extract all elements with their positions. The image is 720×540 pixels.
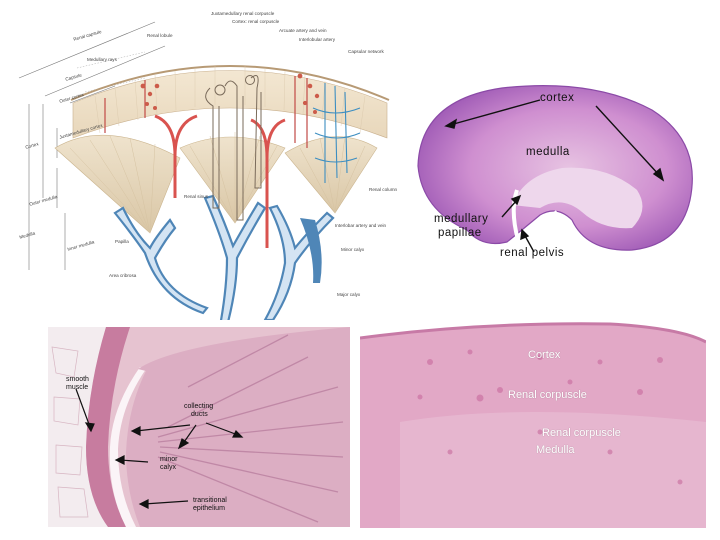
renal-lobule-diagram: Juxtamedullary renal corpuscle Cortex: r… xyxy=(15,8,410,320)
cortex-histology-panel: Cortex Renal corpuscle Renal corpuscle M… xyxy=(360,302,706,528)
label-renal-corpuscle-2: Renal corpuscle xyxy=(542,427,621,439)
venous-network xyxy=(312,83,361,183)
label-interlobar: Interlobar artery and vein xyxy=(335,223,387,228)
medullary-rays-lines xyxy=(69,132,366,234)
label-transitional-1: transitional xyxy=(193,497,227,504)
label-cortex-white: Cortex xyxy=(528,349,561,361)
label-medullary-papillae-2: papillae xyxy=(438,227,482,239)
calyx-lumen xyxy=(109,367,146,527)
papilla-histology-image xyxy=(48,327,350,527)
label-major-calyx: Major calyx xyxy=(337,292,361,297)
adipose-region xyxy=(48,327,108,527)
renal-capsule-arc xyxy=(70,65,390,101)
label-kidney-cortex: cortex xyxy=(540,92,575,104)
label-medulla-white: Medulla xyxy=(536,444,575,456)
label-kidney-medulla: medulla xyxy=(526,146,570,158)
arteries xyxy=(154,114,286,248)
region-brackets xyxy=(18,21,166,270)
label-renal-corpuscle-1: Renal corpuscle xyxy=(508,389,587,401)
glomeruli xyxy=(140,73,320,114)
label-medullary-rays: Medullary rays xyxy=(87,57,117,62)
label-renal-lobule: Renal lobule xyxy=(147,33,173,38)
medullary-pyramids xyxy=(54,134,378,234)
label-minor-calyx-1: minor xyxy=(160,456,178,463)
medulla-region xyxy=(400,412,706,528)
label-medullary-papillae-1: medullary xyxy=(434,213,489,225)
label-transitional-2: epithelium xyxy=(193,505,225,512)
adipose-cells xyxy=(51,346,89,518)
calyces xyxy=(113,194,335,320)
kidney-medulla xyxy=(512,167,643,229)
label-renal-pelvis: renal pelvis xyxy=(500,247,565,259)
kidney-pointer-arrows xyxy=(444,99,665,253)
label-area-cribrosa: Area cribrosa xyxy=(109,273,137,278)
cortex-histology-image xyxy=(360,302,706,528)
label-minor-calyx-2: calyx xyxy=(160,464,176,471)
kidney-outline xyxy=(417,85,693,251)
tissue-capsule-edge xyxy=(360,322,706,344)
label-minor-calyx: Minor calyx xyxy=(341,247,365,252)
label-cortex-renal-corpuscle: Cortex: renal corpuscle xyxy=(232,19,280,24)
label-renal-sinus: Renal sinus xyxy=(184,194,209,199)
papilla-tissue xyxy=(126,327,350,527)
label-smooth-2: muscle xyxy=(66,384,89,391)
label-smooth-1: smooth xyxy=(66,376,89,383)
label-collecting-1: collecting xyxy=(184,403,214,410)
label-collecting-2: ducts xyxy=(191,411,208,418)
histology-arrows xyxy=(75,388,244,509)
corpuscle-dots xyxy=(417,349,683,485)
label-capsular-network: Capsular network xyxy=(348,49,384,54)
kidney-section-panel: cortex medulla medullary papillae renal … xyxy=(412,80,710,270)
label-juxtamedullary: Juxtamedullary renal corpuscle xyxy=(211,11,275,16)
collecting-duct-lines xyxy=(157,334,344,523)
label-arcuate: Arcuate artery and vein xyxy=(279,28,327,33)
label-interlobular: Interlobular artery xyxy=(299,37,336,42)
renal-pelvis-space xyxy=(511,189,559,248)
smooth-muscle-layer xyxy=(86,327,130,527)
cortex-radial-lines xyxy=(94,66,366,134)
nephron-loops xyxy=(205,75,262,221)
papilla-histology-panel: smooth muscle collecting ducts minor cal… xyxy=(48,327,350,527)
label-renal-column: Renal column xyxy=(369,187,398,192)
label-papilla: Papilla xyxy=(115,239,129,244)
kidney-section-image xyxy=(417,85,693,253)
renal-lobule-illustration xyxy=(18,21,390,320)
